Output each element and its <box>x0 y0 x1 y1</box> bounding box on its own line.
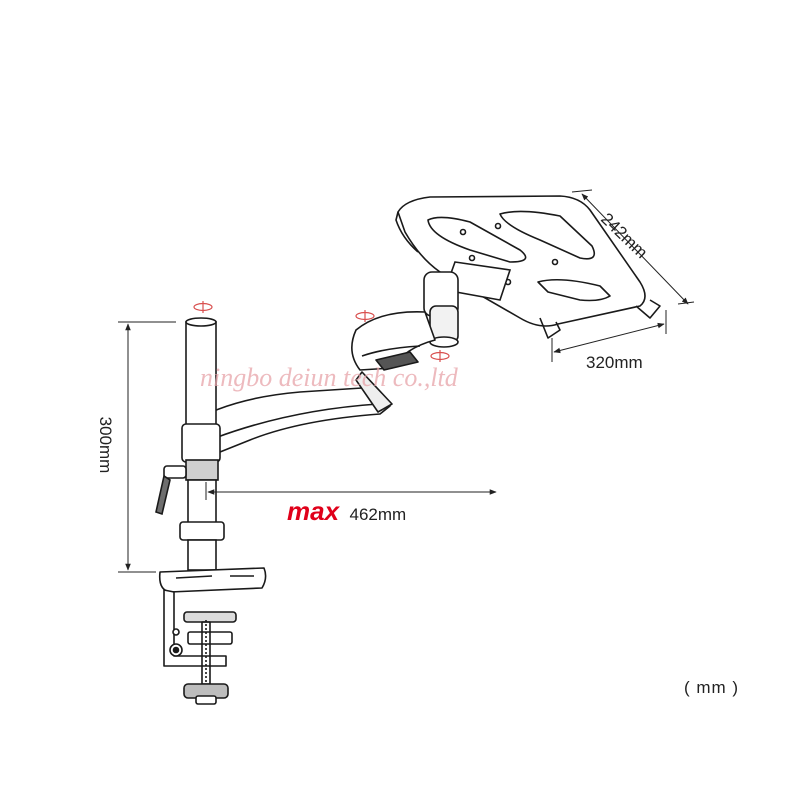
width-dimension <box>551 310 667 362</box>
extension-arm <box>187 311 436 461</box>
rotate-icon-arm <box>355 310 375 322</box>
rotate-icon-pole <box>193 301 213 313</box>
unit-note: ( mm ) <box>684 678 740 697</box>
reach-label: max 462mm <box>287 496 406 526</box>
rotate-icon-tray <box>430 350 450 362</box>
height-label: 300mm <box>96 417 115 474</box>
locking-lever <box>155 465 187 516</box>
tray-pivot-bracket <box>423 261 512 348</box>
mounting-pole <box>179 317 225 571</box>
reach-max-prefix: max <box>287 496 341 526</box>
depth-dimension <box>571 189 695 305</box>
reach-dimension <box>205 482 497 500</box>
watermark: ningbo deiun tech co.,ltd <box>200 363 459 392</box>
desk-clamp <box>158 567 267 705</box>
reach-value: 462mm <box>350 505 407 524</box>
width-label: 320mm <box>586 353 643 372</box>
height-dimension <box>118 321 176 573</box>
